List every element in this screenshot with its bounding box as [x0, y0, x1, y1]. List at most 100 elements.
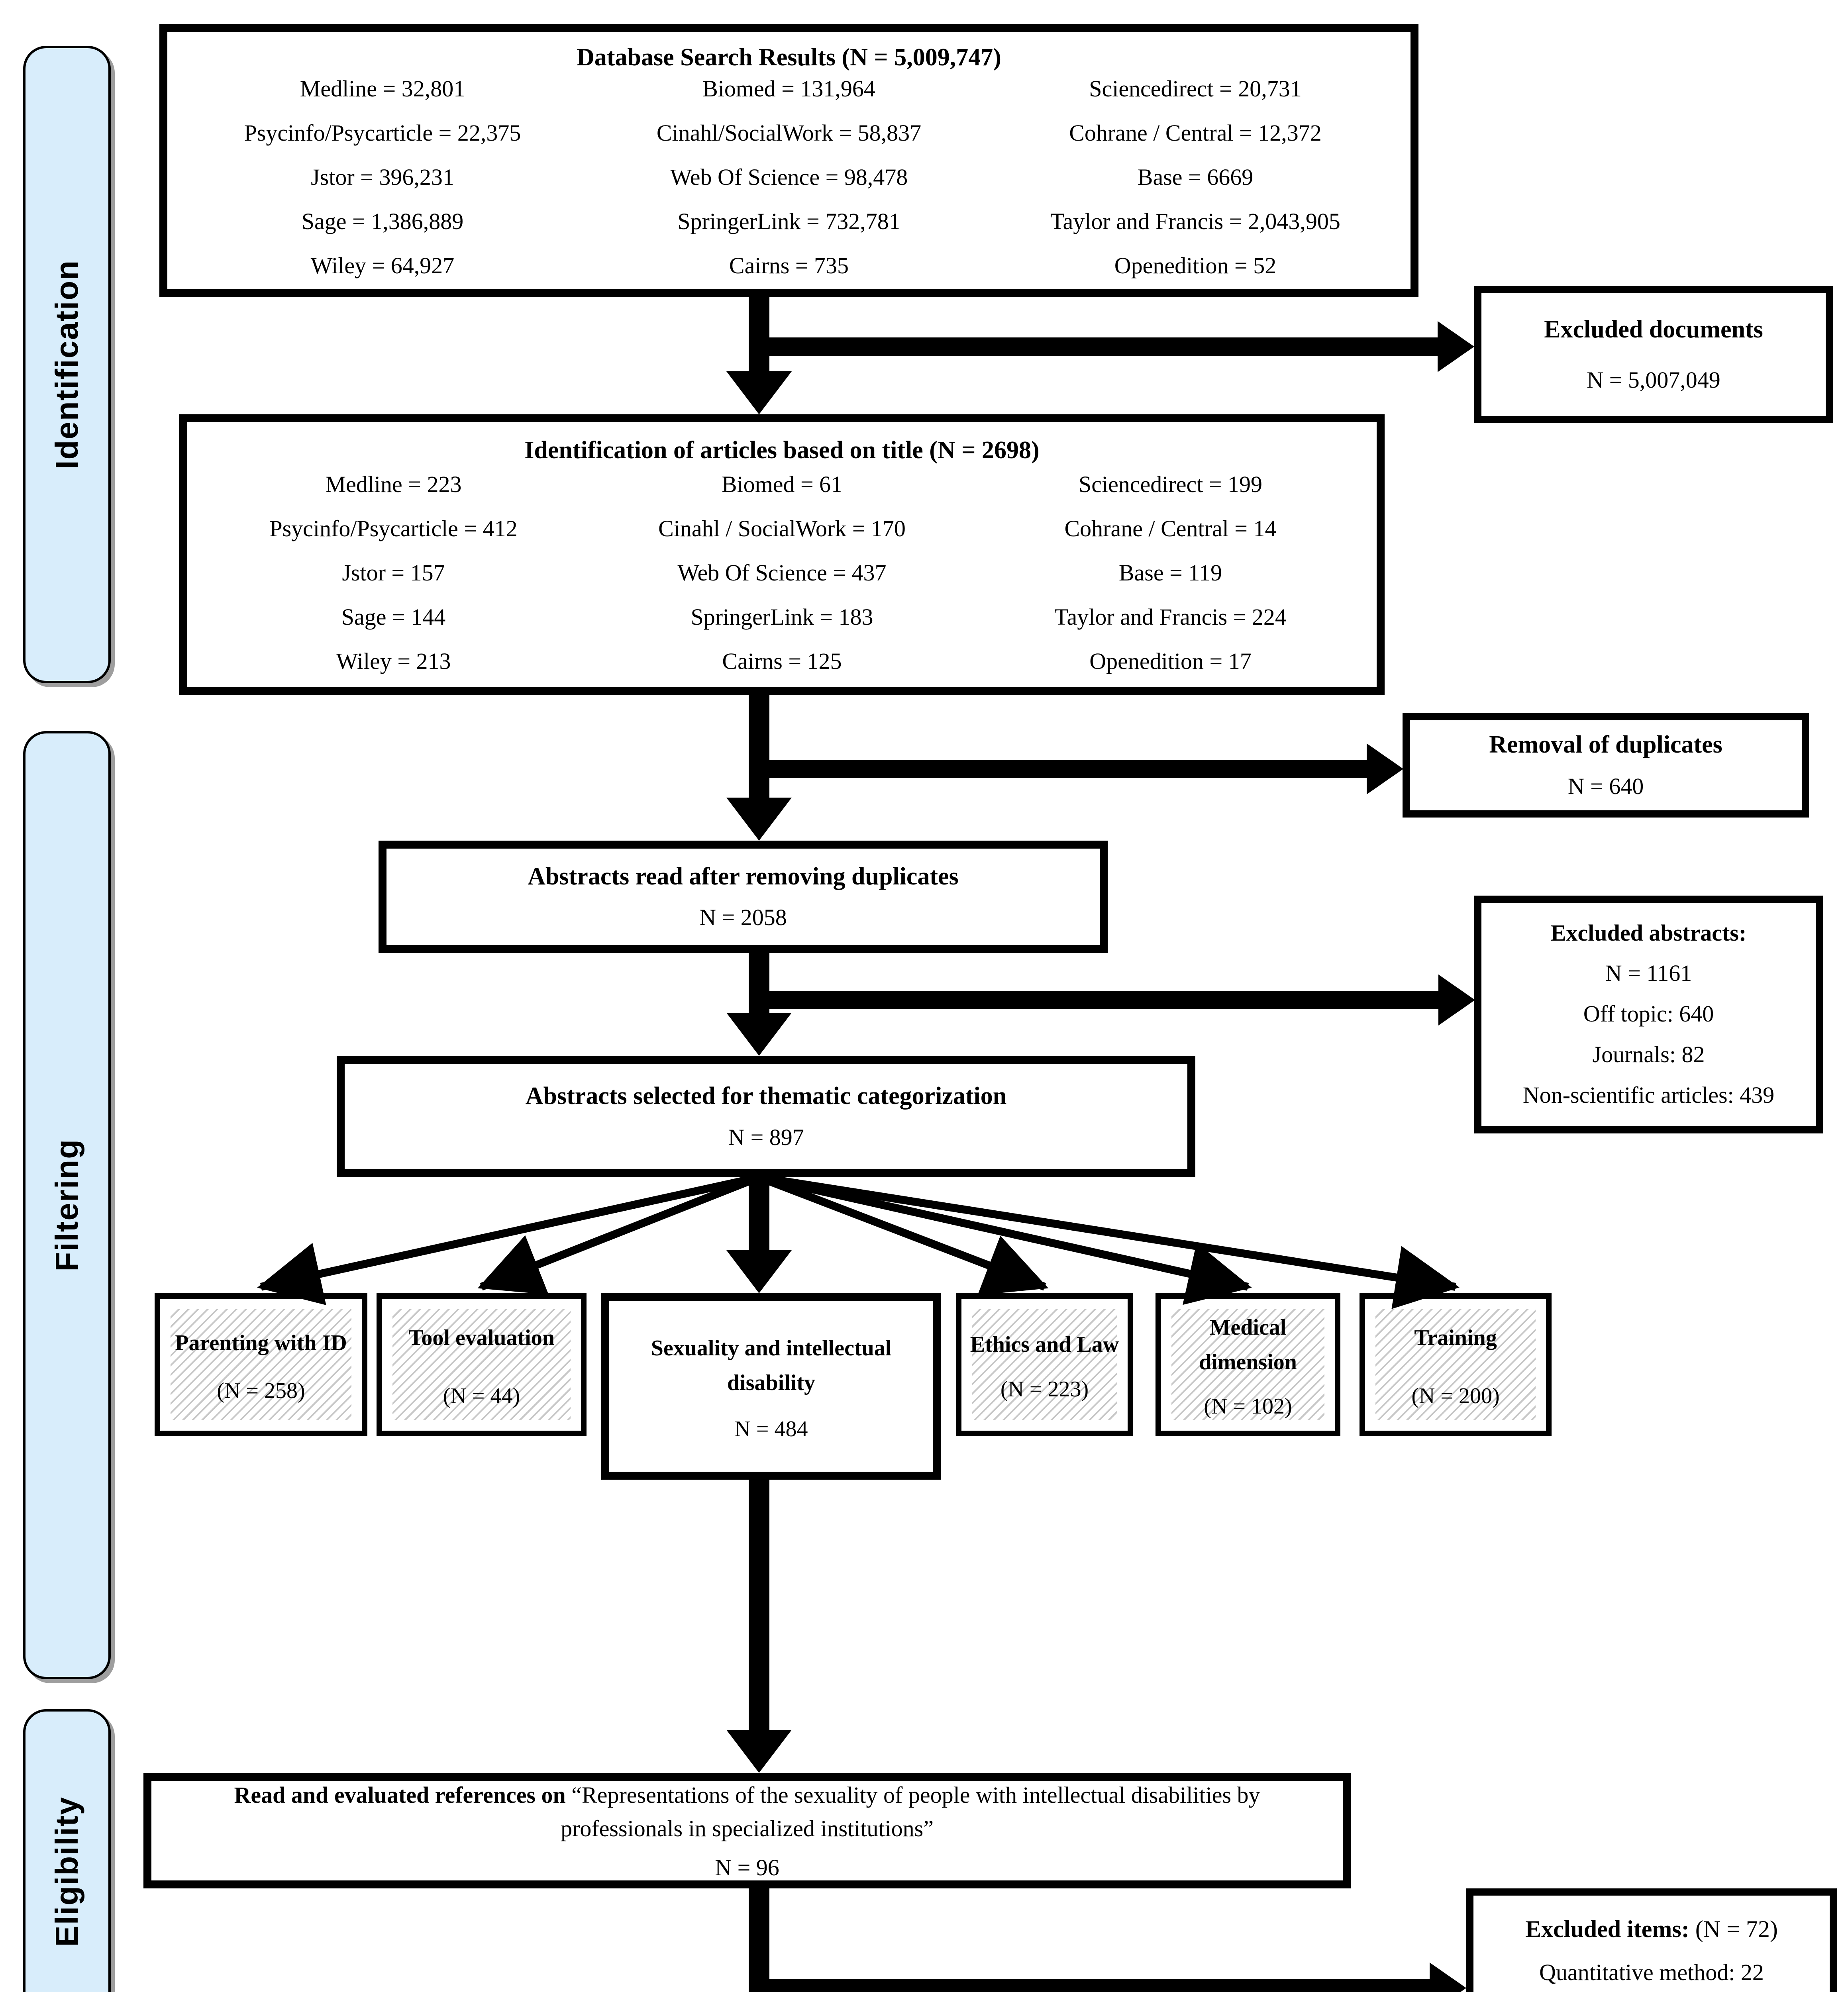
excluded-items-line: Quantitative method: 22	[1539, 1959, 1764, 1985]
box-title: Database Search Results (N = 5,009,747)	[577, 43, 1001, 71]
arrow-db-to-title-line	[749, 297, 769, 373]
box-title: Read and evaluated references on “Repres…	[199, 1778, 1295, 1845]
box-title-bold: Excluded items:	[1525, 1916, 1689, 1943]
category-title: Training	[1414, 1325, 1497, 1351]
arrow-title-to-abstracts-line	[749, 695, 769, 799]
db-count: Cinahl / SocialWork = 170	[658, 515, 906, 541]
arrow-to-excluded-documents-line	[759, 337, 1438, 356]
hatch-pattern	[392, 1309, 571, 1420]
stage-eligibility: Eligibility	[23, 1709, 111, 1992]
hatch-pattern	[1171, 1309, 1324, 1420]
arrow-to-excluded-items-head	[1430, 1963, 1466, 1992]
excluded-abstracts-line: N = 1161	[1605, 960, 1692, 986]
db-count: Sage = 144	[341, 604, 446, 630]
box-abstracts-read: Abstracts read after removing duplicates…	[379, 841, 1108, 953]
box-excluded-abstracts: Excluded abstracts: N = 1161 Off topic: …	[1474, 896, 1823, 1133]
arrow-to-excluded-abstracts-line	[759, 991, 1439, 1009]
db-count: Cairns = 125	[722, 648, 842, 674]
stage-label: Eligibility	[49, 1796, 84, 1947]
box-title: Abstracts read after removing duplicates	[528, 863, 959, 890]
box-n: N = 640	[1567, 773, 1644, 800]
box-category-sexuality-intellectual-disability: Sexuality and intellectual disability N …	[601, 1293, 941, 1480]
category-n: (N = 200)	[1411, 1383, 1500, 1408]
box-title-quote: “Representations of the sexuality of peo…	[561, 1782, 1260, 1842]
db-count: Openedition = 52	[1114, 252, 1277, 278]
stage-label: Filtering	[49, 1139, 84, 1272]
db-count: Web Of Science = 437	[677, 559, 887, 586]
db-count: Openedition = 17	[1089, 648, 1252, 674]
box-excluded-documents: Excluded documents N = 5,007,049	[1474, 286, 1833, 423]
box-read-and-evaluated-references: Read and evaluated references on “Repres…	[143, 1773, 1351, 1888]
box-removal-of-duplicates: Removal of duplicates N = 640	[1403, 713, 1809, 818]
box-database-search-results: Database Search Results (N = 5,009,747) …	[159, 24, 1418, 297]
arrow-to-excluded-items-line	[759, 1979, 1430, 1992]
db-count: Wiley = 213	[336, 648, 451, 674]
category-n: (N = 223)	[1000, 1376, 1089, 1402]
db-count: Psycinfo/Psycarticle = 22,375	[244, 120, 521, 146]
category-title: Medical dimension	[1199, 1315, 1297, 1374]
title-counts-grid: Medline = 223 Biomed = 61 Sciencedirect …	[199, 471, 1365, 674]
box-title-rest: (N = 72)	[1689, 1916, 1778, 1943]
db-count: Cohrane / Central = 12,372	[1069, 120, 1322, 146]
category-n: N = 484	[734, 1416, 808, 1441]
fan-arrows-to-categories	[257, 1173, 1460, 1309]
box-n: N = 5,007,049	[1587, 367, 1720, 393]
arrow-to-excluded-documents-head	[1438, 321, 1474, 372]
box-title: Abstracts selected for thematic categori…	[525, 1082, 1007, 1110]
arrow-to-removal-duplicates-head	[1367, 743, 1403, 794]
box-excluded-items: Excluded items: (N = 72) Quantitative me…	[1466, 1888, 1837, 1992]
stage-filtering: Filtering	[23, 731, 111, 1679]
box-title: Identification of articles based on titl…	[524, 437, 1040, 464]
db-count: Taylor and Francis = 2,043,905	[1050, 208, 1340, 234]
db-count: Biomed = 131,964	[702, 75, 875, 102]
box-title: Excluded items: (N = 72)	[1525, 1914, 1778, 1945]
box-category-training: Training (N = 200)	[1360, 1293, 1552, 1436]
arrow-to-removal-duplicates-line	[759, 760, 1367, 778]
excluded-abstracts-line: Journals: 82	[1592, 1041, 1705, 1068]
excluded-abstracts-line: Off topic: 640	[1583, 1001, 1714, 1027]
stage-identification: Identification	[23, 46, 111, 683]
box-title: Excluded documents	[1544, 316, 1763, 343]
db-count: Medline = 32,801	[300, 75, 465, 102]
box-abstracts-selected: Abstracts selected for thematic categori…	[337, 1056, 1195, 1177]
arrow-sexuality-to-eligibility-line	[749, 1480, 769, 1731]
excluded-abstracts-line: Non-scientific articles: 439	[1522, 1082, 1775, 1108]
box-title: Removal of duplicates	[1489, 731, 1722, 758]
db-count: Cinahl/SocialWork = 58,837	[656, 120, 922, 146]
hatch-pattern	[1375, 1309, 1536, 1420]
category-n: (N = 258)	[217, 1378, 305, 1403]
db-count: Biomed = 61	[721, 471, 843, 497]
category-title: Ethics and Law	[970, 1332, 1119, 1357]
db-count: Cohrane / Central = 14	[1064, 515, 1277, 541]
hatch-pattern	[972, 1309, 1117, 1420]
box-n: N = 897	[728, 1124, 804, 1150]
category-title: Tool evaluation	[408, 1325, 555, 1351]
box-title: Excluded abstracts:	[1550, 920, 1747, 946]
hatch-pattern	[171, 1309, 351, 1420]
box-n: N = 96	[715, 1855, 779, 1881]
box-category-medical-dimension: Medical dimension (N = 102)	[1155, 1293, 1340, 1436]
box-identification-by-title: Identification of articles based on titl…	[179, 414, 1385, 695]
db-count: Jstor = 396,231	[311, 164, 454, 190]
arrow-selected-to-sexuality-head	[726, 1250, 792, 1293]
box-title-bold: Read and evaluated references on	[234, 1782, 572, 1808]
box-category-ethics-and-law: Ethics and Law (N = 223)	[956, 1293, 1133, 1436]
arrow-sexuality-to-eligibility-head	[726, 1730, 792, 1773]
db-count: Taylor and Francis = 224	[1054, 604, 1287, 630]
arrow-db-to-title-head	[726, 371, 792, 414]
db-count: Sciencedirect = 20,731	[1089, 75, 1302, 102]
category-title: Parenting with ID	[175, 1331, 347, 1356]
db-count: Base = 119	[1118, 559, 1222, 586]
db-count: Cairns = 735	[729, 252, 849, 278]
arrow-eligibility-to-included-line	[749, 1888, 769, 1992]
box-category-tool-evaluation: Tool evaluation (N = 44)	[377, 1293, 587, 1436]
database-counts-grid: Medline = 32,801 Biomed = 131,964 Scienc…	[179, 75, 1399, 279]
db-count: Sciencedirect = 199	[1078, 471, 1263, 497]
db-count: SpringerLink = 183	[691, 604, 873, 630]
db-count: Jstor = 157	[342, 559, 445, 586]
db-count: Psycinfo/Psycarticle = 412	[269, 515, 518, 541]
arrow-title-to-abstracts-head	[726, 798, 792, 841]
db-count: SpringerLink = 732,781	[677, 208, 900, 234]
arrow-to-excluded-abstracts-head	[1438, 974, 1475, 1025]
